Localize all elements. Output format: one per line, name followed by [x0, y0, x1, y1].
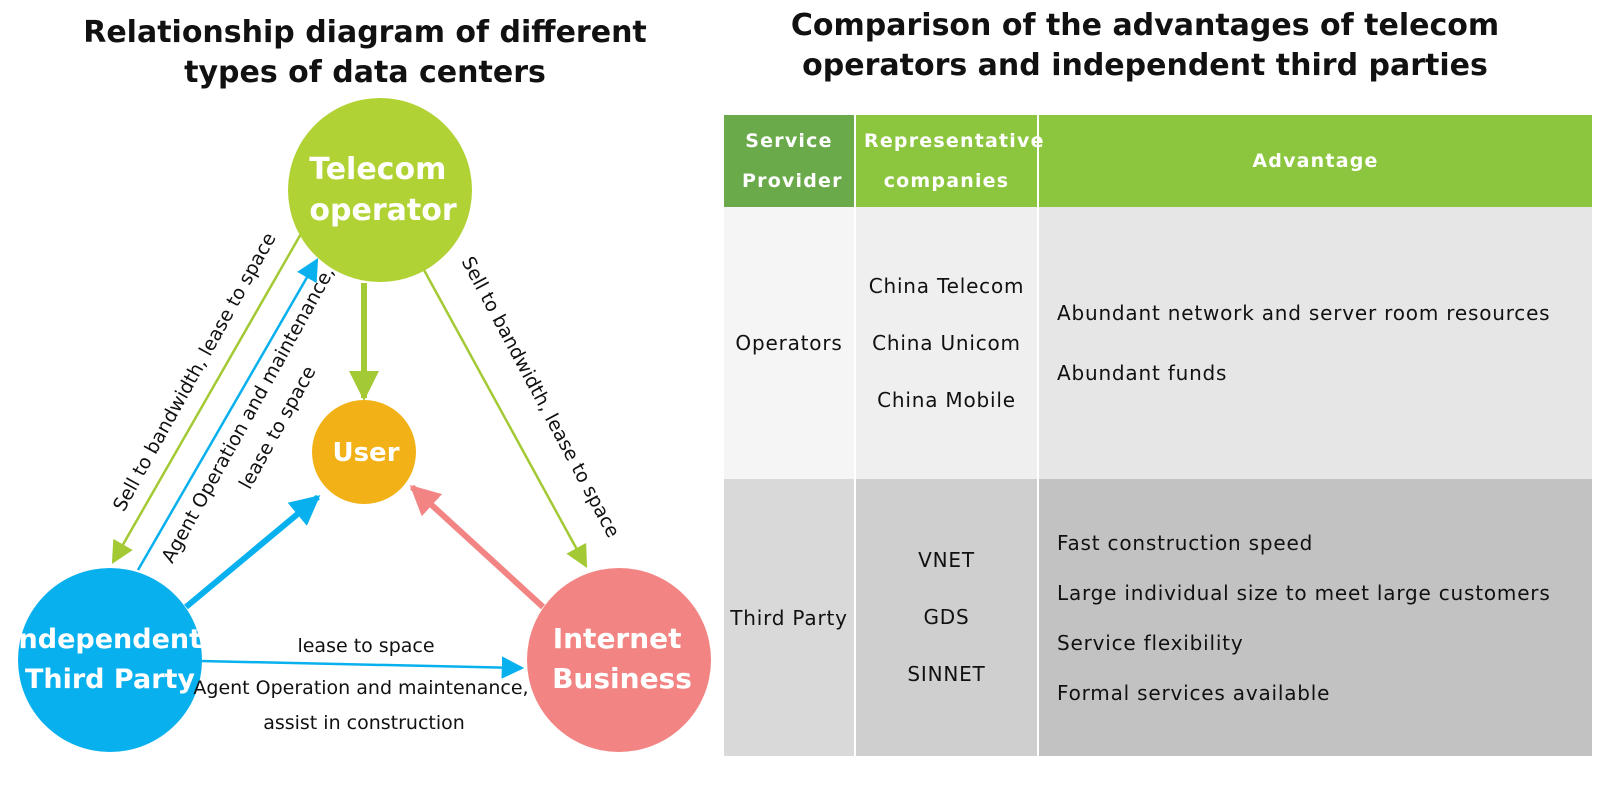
table-row-operators: Operators China Telecom China Unicom Chi… [724, 207, 1592, 479]
node-user [312, 400, 416, 504]
company-name: GDS [923, 605, 970, 629]
company-name: VNET [918, 548, 975, 572]
advantage-item: Abundant funds [1057, 361, 1228, 385]
relationship-diagram: Telecom operator User Independent Third … [9, 98, 711, 752]
provider-cell: Third Party [724, 479, 856, 756]
header-advantage: Advantage [1038, 115, 1592, 207]
advantages-cell: Fast construction speed Large individual… [1038, 479, 1592, 756]
edge-telecom-to-internet [422, 269, 588, 568]
provider-cell: Operators [724, 207, 856, 479]
company-name: China Unicom [872, 330, 1021, 355]
company-name: China Telecom [868, 273, 1025, 298]
node-third-party-label: Independent Third Party [9, 624, 212, 695]
companies-cell: China Telecom China Unicom China Mobile [855, 207, 1039, 479]
companies-cell: VNET GDS SINNET [855, 479, 1039, 756]
edge-telecom-to-third [111, 231, 304, 564]
advantage-item: Service flexibility [1057, 630, 1244, 655]
edge-label-telecom-to-internet: Sell to bandwidth, lease to space [457, 253, 624, 541]
table-header-row: Service Provider Representative companie… [724, 115, 1592, 207]
header-service-provider: Service Provider [724, 115, 856, 207]
company-name: SINNET [907, 662, 986, 686]
table-row-third-party: Third Party VNET GDS SINNET Fast constru… [724, 479, 1592, 756]
advantage-item: Abundant network and server room resourc… [1057, 301, 1551, 325]
edge-third-to-internet [199, 656, 525, 679]
advantages-cell: Abundant network and server room resourc… [1038, 207, 1592, 479]
comparison-table: Service Provider Representative companie… [724, 115, 1592, 756]
header-representative-companies: Representative companies [855, 115, 1043, 207]
edge-label-third-to-internet-below: Agent Operation and maintenance, assist … [193, 677, 534, 734]
advantage-item: Fast construction speed [1057, 530, 1314, 555]
edge-third-to-telecom [136, 258, 319, 571]
edge-label-lease-above: lease to space [297, 635, 434, 657]
node-user-label: User [332, 438, 399, 468]
advantage-item: Large individual size to meet large cust… [1057, 580, 1551, 605]
advantage-item: Formal services available [1057, 680, 1331, 705]
node-telecom [288, 98, 472, 282]
node-internet [527, 568, 711, 752]
diagram-title: Relationship diagram of different types … [83, 15, 647, 90]
node-third-party [18, 568, 202, 752]
table-title: Comparison of the advantages of telecom … [790, 8, 1500, 83]
edge-internet-to-user [409, 484, 546, 610]
edge-third-to-user [184, 494, 321, 610]
node-internet-label: Internet Business [552, 622, 692, 695]
company-name: China Mobile [877, 387, 1016, 412]
node-telecom-label: Telecom operator [309, 152, 457, 228]
